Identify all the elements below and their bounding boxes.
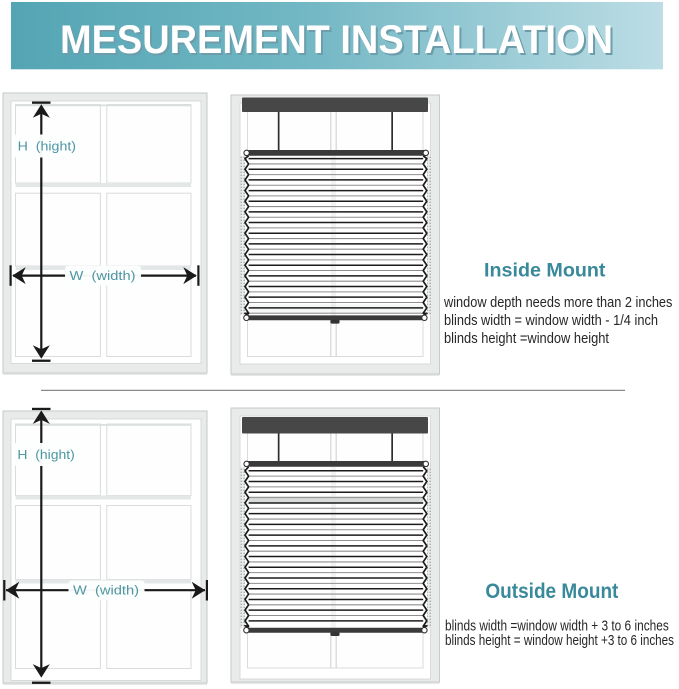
svg-text:Outside Mount: Outside Mount bbox=[485, 580, 618, 603]
svg-text:blinds width =window width + 3: blinds width =window width + 3 to 6 inch… bbox=[445, 618, 669, 634]
svg-text:W (width): W (width) bbox=[73, 583, 139, 598]
svg-text:H (hight): H (hight) bbox=[18, 138, 76, 153]
svg-text:W (width): W (width) bbox=[70, 268, 136, 283]
svg-text:window depth needs more than 2: window depth needs more than 2 inches bbox=[443, 295, 672, 311]
svg-text:blinds width = window width -: blinds width = window width - 1/4 inch bbox=[444, 313, 658, 329]
svg-text:blinds height =window height: blinds height =window height bbox=[444, 331, 609, 347]
svg-text:MESUREMENT INSTALLATION: MESUREMENT INSTALLATION bbox=[60, 18, 613, 62]
svg-text:H (hight): H (hight) bbox=[17, 447, 74, 462]
svg-text:MESUREMENT INSTALLATION: MESUREMENT INSTALLATION bbox=[62, 20, 615, 64]
svg-text:Inside Mount: Inside Mount bbox=[484, 260, 606, 282]
svg-text:blinds height = window height: blinds height = window height +3 to 6 in… bbox=[445, 633, 674, 649]
